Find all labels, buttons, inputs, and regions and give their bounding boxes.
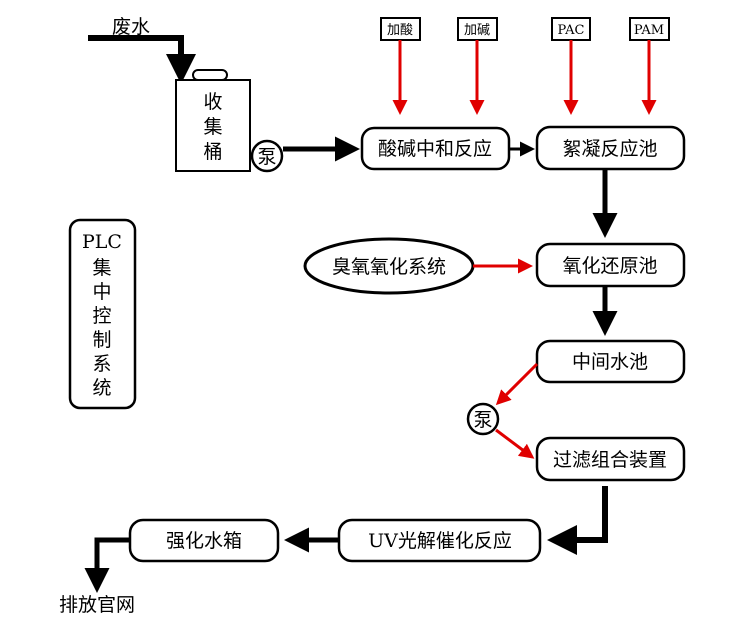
redox-label: 氧化还原池 [562,255,657,277]
ozone-label: 臭氧氧化系统 [332,256,446,278]
pump-1-label: 泵 [257,146,276,168]
plc-title: PLC [82,231,122,253]
chemical-base-label: 加碱 [464,23,490,38]
chemical-acid-label: 加酸 [387,23,413,38]
acid-base-neutralization-box: 酸碱中和反应 [360,126,511,171]
collection-bucket: 收 集 桶 [175,69,251,172]
flocculation-label: 絮凝反应池 [562,138,657,160]
tank-label: 强化水箱 [166,530,242,552]
uv-photolysis-box: UV光解催化反应 [337,518,542,563]
redox-tank-box: 氧化还原池 [535,242,686,288]
flocculation-tank-box: 絮凝反应池 [535,125,686,171]
plc-line-2: 中 [92,281,111,303]
bucket-lid [192,69,228,81]
pump-1-circle [250,139,284,173]
middle-pool-box: 中间水池 [535,339,686,384]
chemical-pac-label: PAC [558,23,585,38]
bucket-label-line-2: 集 [203,116,222,138]
tank-to-discharge-arrow [84,537,130,593]
filter-to-uv-arrow [547,486,608,555]
bucket-body [175,79,251,172]
bucket-label-line-1: 收 [203,91,222,113]
pump-2: 泵 [466,402,500,436]
ozone-oxidation-system: 臭氧氧化系统 [303,237,475,295]
uv-label: UV光解催化反应 [368,530,512,552]
chemical-acid: 加酸 [380,17,421,41]
plc-line-1: 集 [92,257,111,279]
filter-assembly-box: 过滤组合装置 [535,436,686,482]
pump-2-circle [466,402,500,436]
chemical-pac: PAC [551,17,591,41]
plc-line-6: 统 [92,377,111,399]
plc-line-4: 制 [92,329,111,351]
discharge-label: 排放官网 [59,594,135,616]
plc-line-3: 控 [92,305,111,327]
wastewater-inflow-arrow [88,35,196,84]
plc-control-system: PLC 集 中 控 制 系 统 [68,218,137,410]
chemical-pam-label: PAM [634,23,664,38]
pump-2-label: 泵 [473,409,492,431]
filter-label: 过滤组合装置 [553,449,667,471]
bucket-label-line-3: 桶 [203,141,222,163]
pump2-to-filter-arrow [495,428,535,459]
plc-line-5: 系 [92,353,111,375]
wastewater-input-label: 废水 [112,16,150,38]
middle-pool-to-pump2-arrow [495,362,539,406]
chemical-pam: PAM [629,17,670,41]
chemical-base: 加碱 [457,17,498,41]
acid-base-label: 酸碱中和反应 [378,138,492,160]
pump-1: 泵 [250,139,284,173]
reinforced-tank-box: 强化水箱 [128,518,280,563]
middle-pool-label: 中间水池 [572,351,648,373]
